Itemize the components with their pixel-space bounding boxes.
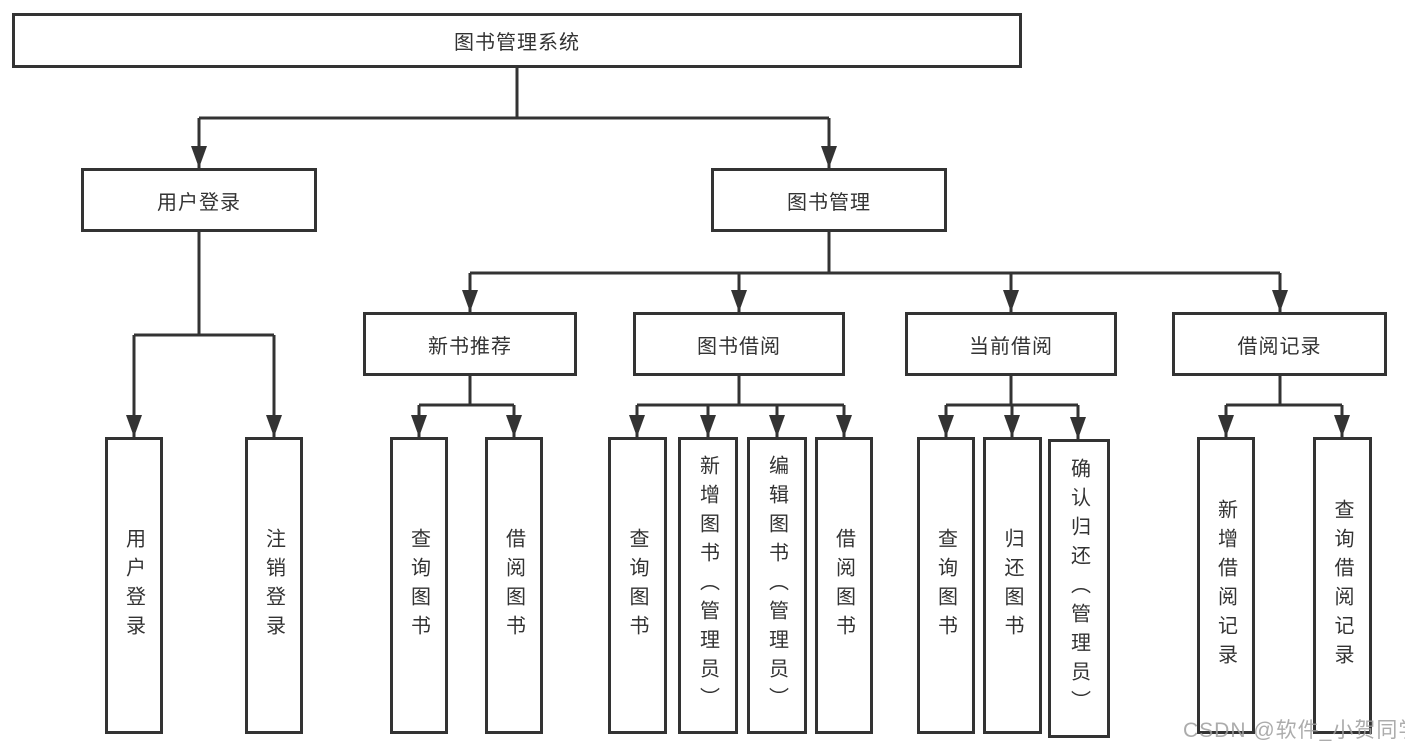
arrow-down-icon [1003,290,1019,312]
arrow-down-icon [266,415,282,437]
node-leaf-query-borrow-record: 查询借阅记录 [1313,437,1372,734]
arrow-down-icon [1272,290,1288,312]
node-root: 图书管理系统 [12,13,1022,68]
node-label: 图书管理 [787,191,871,214]
node-label: 用户登录 [157,191,241,214]
node-leaf-borrow-books-recommend: 借阅图书 [485,437,543,734]
connector-bookmgmt-to-level2 [468,232,1282,312]
node-leaf-query-books-recommend: 查询图书 [390,437,448,734]
node-label: 确认归还（管理员） [1067,458,1090,719]
arrow-down-icon [1334,415,1350,437]
node-current-borrow: 当前借阅 [905,312,1117,376]
node-label: 注销登录 [262,527,285,644]
node-leaf-add-book-admin: 新增图书（管理员） [678,437,738,734]
node-book-borrow: 图书借阅 [633,312,845,376]
arrow-down-icon [629,415,645,437]
arrow-down-icon [836,415,852,437]
node-label: 查询图书 [407,527,430,644]
node-leaf-edit-book-admin: 编辑图书（管理员） [747,437,807,734]
node-leaf-user-login: 用户登录 [105,437,163,734]
connector-borrowrecord-children [1224,376,1344,437]
arrow-down-icon [731,290,747,312]
node-label: 借阅记录 [1237,335,1322,358]
node-new-book-recommend: 新书推荐 [363,312,577,376]
connector-userlogin-children [132,232,276,437]
node-root-label: 图书管理系统 [454,32,580,54]
arrow-down-icon [821,146,837,168]
node-label: 用户登录 [122,527,145,644]
node-user-login: 用户登录 [81,168,317,232]
arrow-down-icon [769,415,785,437]
node-leaf-query-books-current: 查询图书 [917,437,975,734]
node-label: 新书推荐 [428,335,512,358]
node-label: 查询借阅记录 [1331,498,1353,673]
connector-bookborrow-children [635,376,846,437]
node-book-management: 图书管理 [711,168,947,232]
node-label: 借阅图书 [502,527,525,644]
node-label: 当前借阅 [969,335,1053,358]
node-label: 新增图书（管理员） [696,455,719,716]
arrow-down-icon [506,415,522,437]
node-label: 借阅图书 [832,527,855,644]
arrow-down-icon [938,415,954,437]
arrowheads [126,146,1350,439]
node-leaf-confirm-return-admin: 确认归还（管理员） [1048,439,1110,738]
node-leaf-logout: 注销登录 [245,437,303,734]
node-label: 归还图书 [1001,527,1023,644]
arrow-down-icon [462,290,478,312]
arrow-down-icon [700,415,716,437]
node-label: 编辑图书（管理员） [765,455,788,716]
node-leaf-query-books-borrow: 查询图书 [608,437,667,734]
node-label: 新增借阅记录 [1214,498,1237,673]
node-leaf-return-book: 归还图书 [983,437,1042,734]
arrow-down-icon [1004,415,1020,437]
node-label: 查询图书 [934,527,957,644]
arrow-down-icon [1070,417,1086,439]
arrow-down-icon [191,146,207,168]
node-label: 查询图书 [626,527,648,644]
node-borrow-record: 借阅记录 [1172,312,1387,376]
node-leaf-add-borrow-record: 新增借阅记录 [1197,437,1255,734]
csdn-watermark: CSDN @软件_小贺同学 [1183,719,1405,742]
connector-root-to-level1 [197,68,831,168]
node-label: 图书借阅 [697,335,781,358]
arrow-down-icon [126,415,142,437]
node-leaf-borrow-books: 借阅图书 [815,437,873,734]
connector-newbookrec-children [417,376,516,437]
arrow-down-icon [1218,415,1234,437]
arrow-down-icon [411,415,427,437]
